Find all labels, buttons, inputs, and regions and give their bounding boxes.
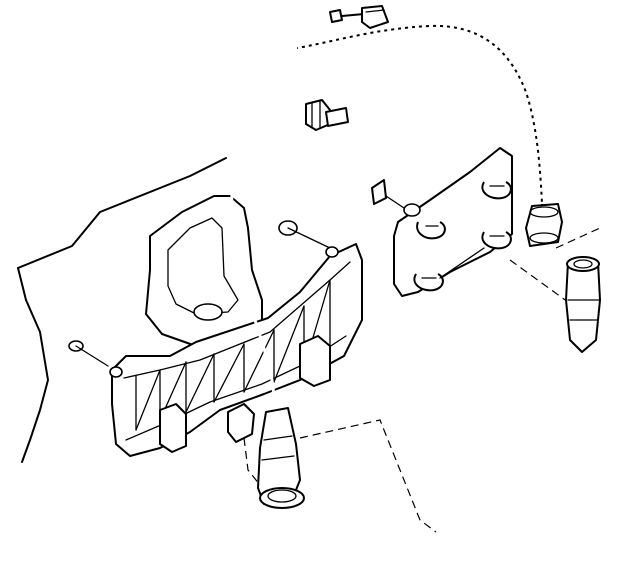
bracket-hole-left (109, 366, 123, 378)
cable-clips (413, 181, 512, 292)
support-spacer (371, 179, 387, 205)
cable-clip-2 (481, 181, 512, 200)
cable-end-tip (305, 99, 349, 131)
support-mount-hole (403, 203, 421, 217)
mounting-bracket (109, 243, 363, 457)
cable-conduit (297, 23, 545, 205)
bracket-hole-right (325, 246, 339, 258)
cable-grommets (257, 203, 563, 509)
cable-clip-4 (413, 273, 444, 292)
cable-clip-3 (481, 231, 512, 250)
cable-grommet-upper (525, 203, 563, 247)
bracket-clip-middle (227, 403, 255, 443)
cable-end-fitting (565, 256, 601, 353)
gusset-plate (145, 195, 263, 347)
gusset-bolt-hole (193, 303, 223, 321)
alignment-lines (243, 227, 601, 533)
bracket-clip-upper (299, 335, 331, 387)
firewall-panel (17, 157, 331, 463)
control-cable (230, 116, 588, 564)
retaining-screw (329, 5, 389, 29)
cable-grommet-lower (257, 407, 305, 509)
cable-clip-1 (416, 221, 446, 240)
bracket-clip-lower (159, 403, 187, 453)
